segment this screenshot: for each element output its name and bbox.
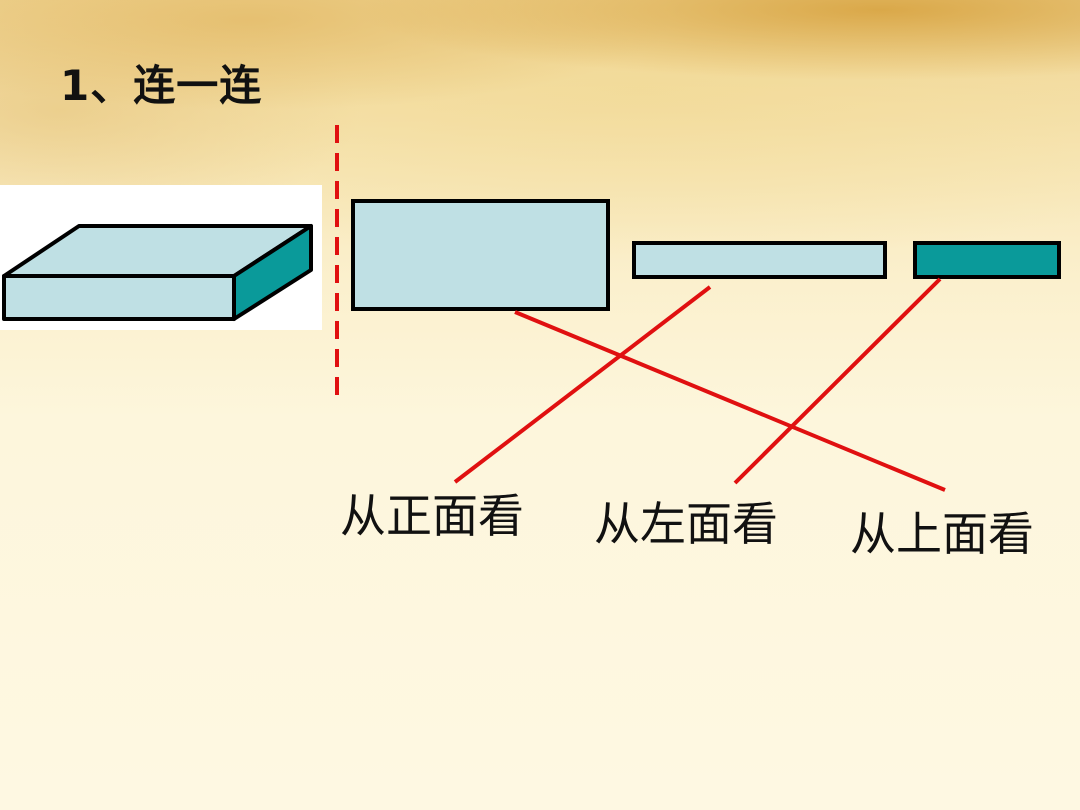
cuboid-solid <box>2 224 313 321</box>
view-rect-dark <box>913 241 1061 279</box>
link-line-large-to-top <box>514 310 946 492</box>
link-line-thin-to-front <box>453 285 712 484</box>
link-line-dark-to-left <box>733 277 942 485</box>
label-left-view: 从左面看 <box>594 497 778 551</box>
label-top-view: 从上面看 <box>850 507 1034 561</box>
page-title: 1、连一连 <box>60 61 263 110</box>
view-rect-large <box>351 199 610 311</box>
label-front-view: 从正面看 <box>340 489 524 543</box>
cuboid-front-face <box>2 274 236 321</box>
view-rect-thin <box>632 241 887 279</box>
